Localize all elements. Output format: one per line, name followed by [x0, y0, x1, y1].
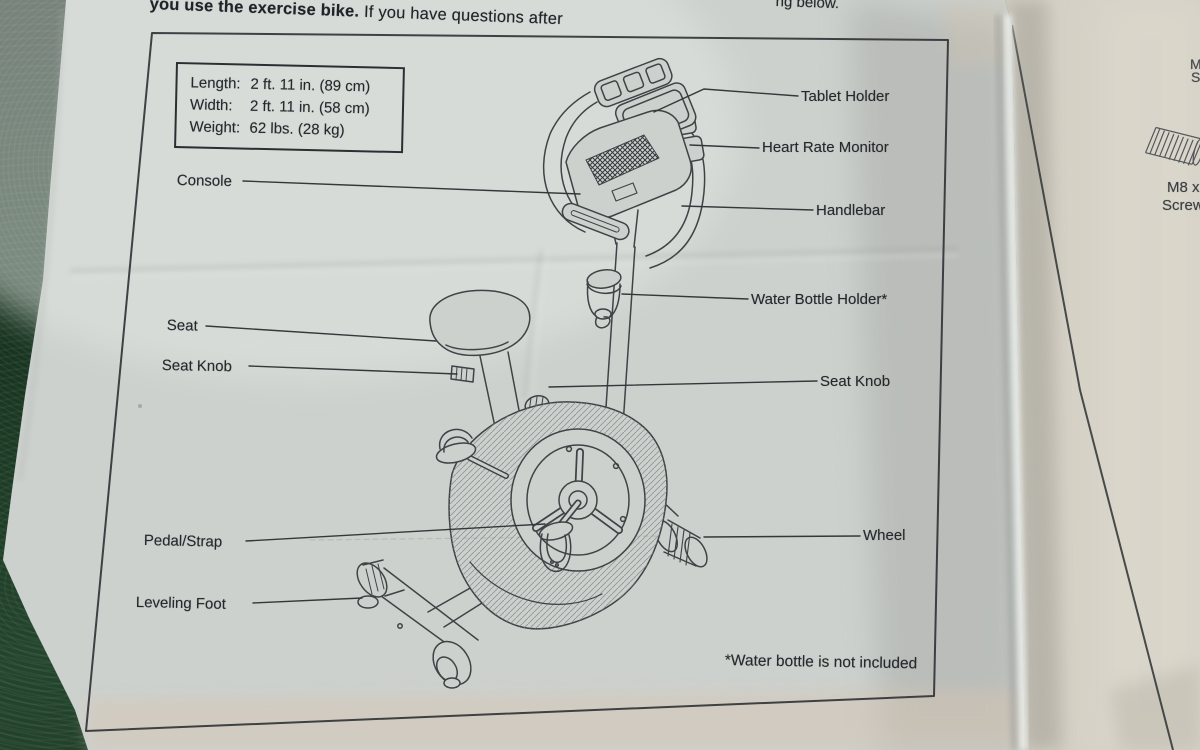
paper-creases: [18, 9, 959, 481]
callout-pedal-strap: Pedal/Strap: [143, 532, 223, 551]
seat-knob-under-saddle: [450, 365, 475, 383]
footnote-water-bottle: *Water bottle is not included: [724, 652, 918, 673]
left-page-paper: [0, 0, 1028, 750]
spec-weight-label: Weight:: [189, 118, 241, 137]
screw-caption-line2: Screw: [1162, 197, 1200, 214]
right-page-fragment-1: M: [1190, 56, 1200, 72]
diagram-border-box: [85, 32, 949, 732]
spec-length-value: 2 ft. 11 in. (89 cm): [250, 75, 371, 96]
spec-width-value: 2 ft. 11 in. (58 cm): [249, 97, 370, 118]
handlebar-grip-pad: [593, 57, 673, 108]
callout-seat: Seat: [166, 317, 198, 335]
console-body: [561, 109, 692, 241]
right-page-border: [1011, 24, 1174, 750]
screw-illustration: [1144, 126, 1200, 166]
pedal-and-strap: [538, 499, 582, 573]
front-stabilizer-front-cap: [432, 640, 472, 689]
spec-row-weight: Weight: 62 lbs. (28 kg): [189, 116, 401, 143]
spec-width-label: Width:: [189, 96, 233, 115]
callout-handlebar: Handlebar: [816, 202, 886, 219]
callout-tablet-holder: Tablet Holder: [801, 88, 890, 105]
spec-length-label: Length:: [190, 74, 241, 93]
leader-lines: [205, 88, 861, 604]
right-page-paper: [1005, 0, 1200, 750]
callout-console: Console: [176, 172, 233, 190]
callout-wheel: Wheel: [863, 527, 906, 544]
saddle: [429, 289, 531, 357]
transport-wheel: [653, 519, 708, 568]
right-page-fragment-2: S: [1191, 69, 1200, 85]
far-pedal: [435, 428, 509, 479]
header-fragment: ng below.: [775, 0, 840, 13]
water-bottle-holder: [586, 269, 622, 329]
spec-box: Length: 2 ft. 11 in. (89 cm) Width: 2 ft. …: [174, 62, 405, 154]
screw-caption-line1: M8 x: [1167, 179, 1200, 196]
callout-water-bottle-holder: Water Bottle Holder*: [751, 291, 888, 308]
callout-seat-knob-left: Seat Knob: [161, 357, 233, 376]
front-stabilizer-left-cap: [356, 559, 405, 609]
callout-heart-rate-monitor: Heart Rate Monitor: [762, 139, 889, 156]
exercise-bike-illustration: [309, 57, 708, 689]
callout-leveling-foot: Leveling Foot: [135, 594, 227, 613]
callout-seat-knob-right: Seat Knob: [820, 373, 891, 390]
spec-weight-value: 62 lbs. (28 kg): [249, 119, 345, 139]
